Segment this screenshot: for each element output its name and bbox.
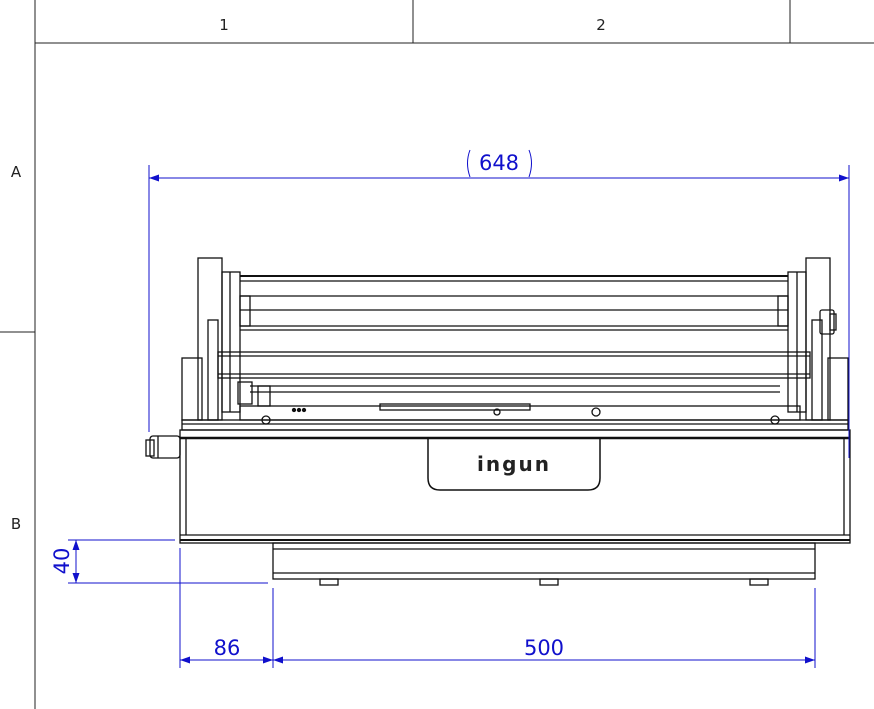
column-label-2: 2 xyxy=(596,16,606,34)
left-upright xyxy=(181,257,253,421)
row-label-b: B xyxy=(11,515,21,533)
left-latch xyxy=(145,435,181,459)
main-housing xyxy=(179,429,851,544)
top-deck xyxy=(181,403,849,431)
dimension-label-height-offset: 40 xyxy=(50,548,74,575)
row-label-a: A xyxy=(11,163,22,181)
base-plate xyxy=(272,542,816,586)
dimension-label-left-offset: 86 xyxy=(214,636,241,660)
machine-front-view xyxy=(145,257,851,586)
dimension-overall-width xyxy=(148,149,850,458)
top-rails xyxy=(240,275,788,331)
logo-plate xyxy=(427,437,601,491)
dimension-label-base-width: 500 xyxy=(524,636,564,660)
dimension-base-width xyxy=(273,588,816,668)
right-upright xyxy=(777,257,849,421)
column-label-1: 1 xyxy=(219,16,229,34)
brand-logo: ingun xyxy=(477,452,551,476)
cross-beam xyxy=(217,351,811,407)
dimension-height-offset xyxy=(68,539,268,584)
dimension-left-offset xyxy=(179,548,274,668)
dimension-label-overall-width: 648 xyxy=(479,151,519,175)
